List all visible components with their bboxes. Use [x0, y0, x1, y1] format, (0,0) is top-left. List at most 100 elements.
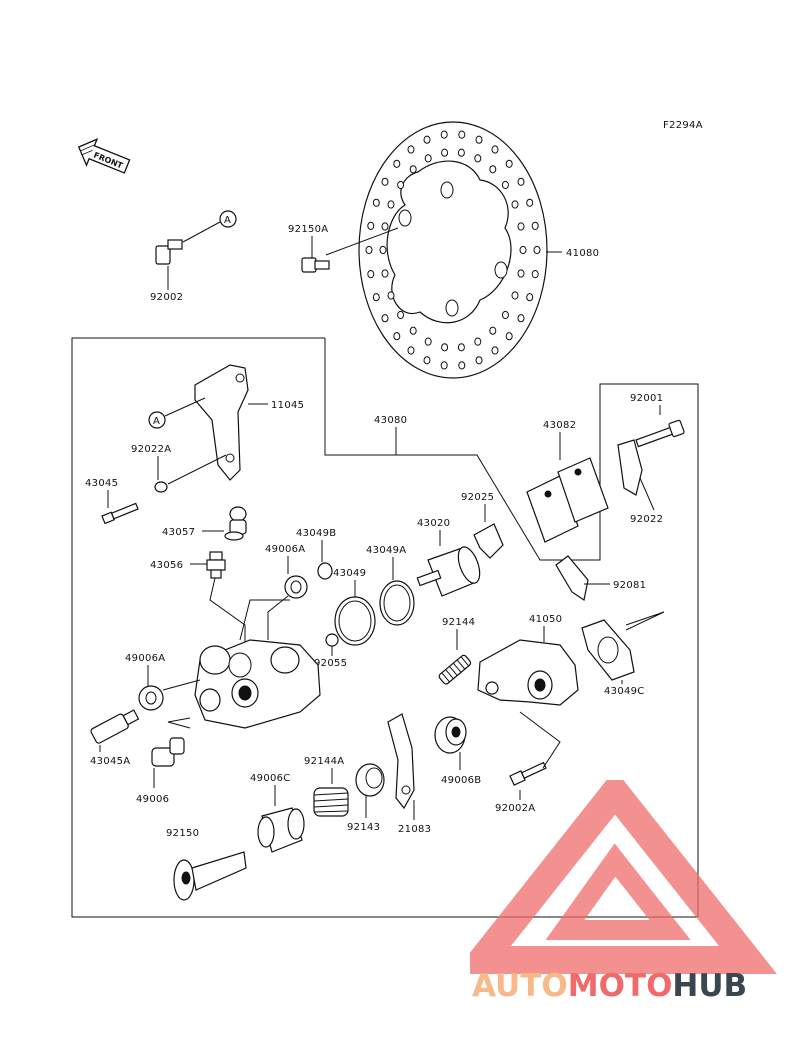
- rotor-vent-hole: [381, 222, 389, 231]
- rotor-vent-hole: [517, 177, 525, 186]
- bolt-92002: [155, 221, 221, 265]
- automotohub-watermark-logo: AUTOMOTOHUB: [470, 780, 777, 1004]
- front-arrow-icon: FRONT: [77, 138, 131, 174]
- rotor-vent-hole: [409, 165, 417, 174]
- ring-92055: [325, 633, 339, 647]
- caliper-bracket-11045: [194, 364, 249, 481]
- rotor-vent-hole: [474, 154, 482, 163]
- rotor-vent-hole: [393, 159, 401, 168]
- label-49006c: 49006C: [250, 773, 291, 784]
- rotor-vent-hole: [474, 337, 482, 346]
- rotor-vent-hole: [531, 221, 539, 230]
- label-41080: 41080: [566, 248, 599, 259]
- rotor-vent-hole: [397, 310, 405, 320]
- label-92144: 92144: [442, 617, 475, 628]
- label-49006b: 49006B: [441, 775, 481, 786]
- label-49006: 49006: [136, 794, 169, 805]
- label-43045: 43045: [85, 478, 118, 489]
- rotor-vent-hole: [393, 332, 401, 341]
- rotor-vent-hole: [457, 343, 465, 352]
- ref-marker-a-left-text: A: [153, 416, 160, 427]
- banjo-fitting-43057: [224, 506, 247, 541]
- rotor-vent-hole: [505, 332, 513, 341]
- label-43080: 43080: [374, 415, 407, 426]
- rotor-vent-hole: [491, 145, 499, 154]
- label-49006a-left: 49006A: [125, 653, 165, 664]
- rotor-vent-hole: [440, 361, 448, 370]
- rotor-vent-hole: [381, 314, 389, 323]
- bleeder-valve-43056: [206, 551, 226, 579]
- label-92150: 92150: [166, 828, 199, 839]
- watermark-text-moto: MOTO: [568, 968, 673, 1004]
- boot-49006: [151, 737, 185, 767]
- clip-92022: [617, 439, 643, 496]
- rotor-vent-hole: [365, 245, 373, 255]
- pad-pin-bolt-92001: [635, 419, 685, 448]
- label-92150a: 92150A: [288, 224, 328, 235]
- label-43057: 43057: [162, 527, 195, 538]
- watermark-text-auto: AUTO: [472, 968, 568, 1004]
- ref-marker-a-top: [219, 210, 237, 228]
- adjuster-92150: [173, 851, 247, 901]
- label-92143: 92143: [347, 822, 380, 833]
- label-92144a: 92144A: [304, 756, 344, 767]
- rotor-vent-hole: [458, 130, 466, 139]
- label-41050: 41050: [529, 614, 562, 625]
- label-92081: 92081: [613, 580, 646, 591]
- piston-43020: [416, 546, 481, 597]
- rotor-vent-hole: [423, 356, 431, 365]
- gasket-43049c: [581, 619, 635, 681]
- rotor-vent-hole: [501, 310, 509, 320]
- rotor-vent-hole: [379, 245, 387, 255]
- label-92022: 92022: [630, 514, 663, 525]
- rotor-vent-hole: [511, 200, 519, 209]
- rotor-vent-hole: [501, 180, 509, 190]
- rotor-vent-hole: [397, 180, 405, 190]
- caliper-body: [194, 639, 321, 729]
- seal-49006b: [434, 716, 467, 754]
- rotor-vent-hole: [440, 130, 448, 139]
- spring-plate-92025: [473, 523, 504, 559]
- rotor-vent-hole: [372, 198, 380, 207]
- label-43020: 43020: [417, 518, 450, 529]
- rotor-vent-hole: [424, 337, 432, 346]
- pad-spring-92081: [555, 555, 589, 601]
- bolt-92002a: [509, 761, 547, 786]
- rotor-vent-hole: [372, 293, 380, 302]
- label-92022a: 92022A: [131, 444, 171, 455]
- seal-49006a-left: [138, 685, 164, 711]
- cup-49006c: [257, 807, 305, 853]
- rotor-vent-hole: [519, 245, 527, 255]
- watermark-text-hub: HUB: [672, 968, 747, 1004]
- label-43049c: 43049C: [604, 686, 645, 697]
- rotor-vent-hole: [505, 159, 513, 168]
- label-43049a: 43049A: [366, 545, 406, 556]
- rotor-vent-hole: [526, 198, 534, 207]
- spring-92144a: [313, 787, 349, 817]
- rotor-vent-hole: [367, 270, 375, 279]
- rotor-vent-hole: [526, 293, 534, 302]
- label-92002: 92002: [150, 292, 183, 303]
- label-43056: 43056: [150, 560, 183, 571]
- rotor-vent-hole: [381, 177, 389, 186]
- rotor-vent-hole: [517, 222, 525, 231]
- seal-49006a-top: [284, 575, 308, 599]
- rotor-vent-hole: [511, 291, 519, 300]
- label-21083: 21083: [398, 824, 431, 835]
- parking-caliper-41050: [477, 639, 579, 706]
- spring-92144: [438, 654, 472, 685]
- ref-marker-a-top-text: A: [224, 215, 231, 226]
- ref-marker-a-left: [148, 411, 166, 429]
- label-43082: 43082: [543, 420, 576, 431]
- label-43049b: 43049B: [296, 528, 336, 539]
- rotor-vent-hole: [387, 291, 395, 300]
- rotor-vent-hole: [424, 154, 432, 163]
- rotor-vent-hole: [407, 145, 415, 154]
- rotor-vent-hole: [407, 346, 415, 355]
- rotor-vent-hole: [387, 200, 395, 209]
- seal-92143: [355, 763, 385, 797]
- rotor-vent-hole: [423, 135, 431, 144]
- rotor-vent-hole: [491, 346, 499, 355]
- bolt-92150a: [301, 227, 399, 273]
- rotor-vent-hole: [441, 148, 449, 157]
